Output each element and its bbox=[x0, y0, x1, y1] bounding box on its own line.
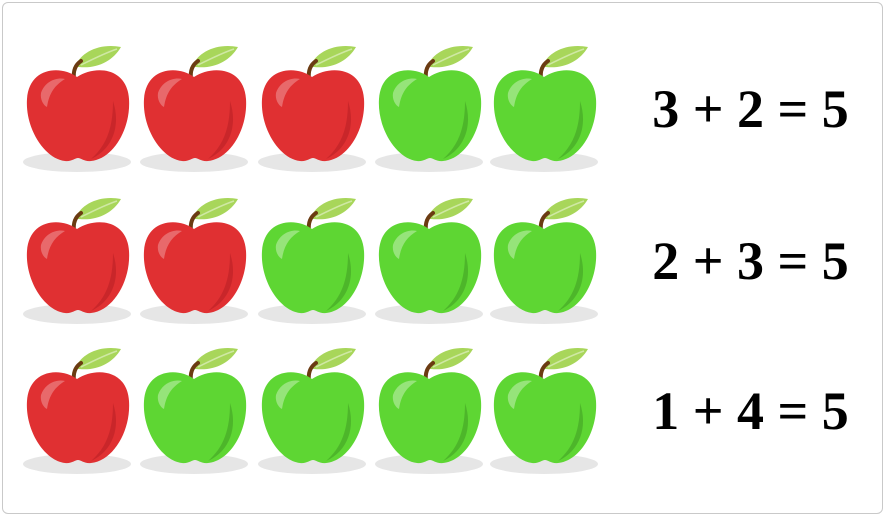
red-apple-icon bbox=[138, 41, 256, 181]
red-apple-icon bbox=[256, 41, 374, 181]
apple-group bbox=[21, 41, 611, 181]
red-apple-icon bbox=[21, 193, 139, 333]
equation-text: 1 + 4 = 5 bbox=[652, 381, 849, 441]
green-apple-icon bbox=[488, 193, 606, 333]
red-apple-icon bbox=[21, 41, 139, 181]
red-apple-icon bbox=[138, 193, 256, 333]
green-apple-icon bbox=[256, 343, 374, 483]
green-apple-icon bbox=[256, 193, 374, 333]
row-1: 3 + 2 = 5 bbox=[21, 41, 881, 181]
green-apple-icon bbox=[138, 343, 256, 483]
apple-group bbox=[21, 343, 611, 483]
equation-text: 3 + 2 = 5 bbox=[652, 79, 849, 139]
green-apple-icon bbox=[373, 193, 491, 333]
equation-text: 2 + 3 = 5 bbox=[652, 231, 849, 291]
green-apple-icon bbox=[488, 343, 606, 483]
red-apple-icon bbox=[21, 343, 139, 483]
row-2: 2 + 3 = 5 bbox=[21, 193, 881, 333]
apple-group bbox=[21, 193, 611, 333]
green-apple-icon bbox=[488, 41, 606, 181]
green-apple-icon bbox=[373, 343, 491, 483]
row-3: 1 + 4 = 5 bbox=[21, 343, 881, 483]
diagram-frame: 3 + 2 = 5 bbox=[2, 2, 883, 514]
green-apple-icon bbox=[373, 41, 491, 181]
